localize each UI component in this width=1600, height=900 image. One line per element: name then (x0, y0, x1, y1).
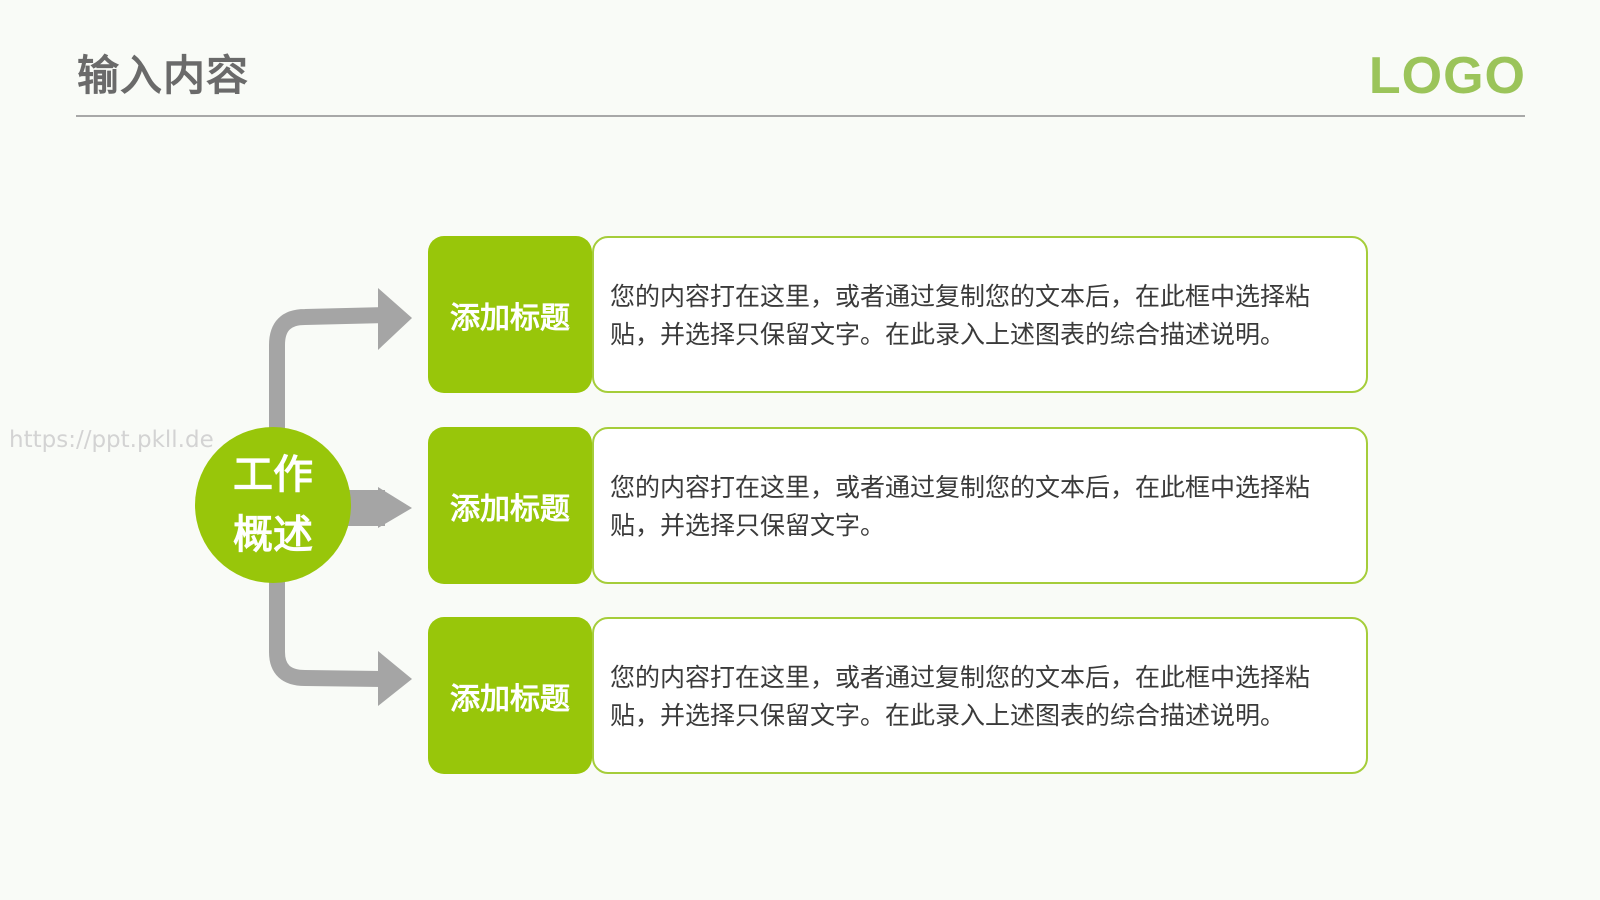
arrow-bottom (269, 580, 386, 687)
arrow-top-head (378, 288, 412, 350)
item-text: 您的内容打在这里，或者通过复制您的文本后，在此框中选择粘贴，并选择只保留文字。 (610, 473, 1311, 540)
item-text: 您的内容打在这里，或者通过复制您的文本后，在此框中选择粘贴，并选择只保留文字。在… (610, 663, 1311, 730)
watermark: https://ppt.pkll.de (9, 427, 214, 453)
item-box: 您的内容打在这里，或者通过复制您的文本后，在此框中选择粘贴，并选择只保留文字。 (592, 427, 1368, 584)
hub-line-2: 概述 (233, 512, 313, 558)
item-text: 您的内容打在这里，或者通过复制您的文本后，在此框中选择粘贴，并选择只保留文字。在… (610, 282, 1311, 349)
header-divider (76, 115, 1525, 117)
arrow-bottom-head (378, 651, 412, 706)
page-title: 输入内容 (77, 51, 250, 100)
item-box: 您的内容打在这里，或者通过复制您的文本后，在此框中选择粘贴，并选择只保留文字。在… (592, 236, 1368, 393)
item-title: 添加标题 (428, 427, 592, 584)
item-row: 添加标题 您的内容打在这里，或者通过复制您的文本后，在此框中选择粘贴，并选择只保… (428, 427, 1368, 584)
item-title: 添加标题 (428, 236, 592, 393)
hub-line-1: 工作 (233, 452, 313, 498)
logo: LOGO (1368, 47, 1526, 105)
item-box: 您的内容打在这里，或者通过复制您的文本后，在此框中选择粘贴，并选择只保留文字。在… (592, 617, 1368, 774)
hub-circle: 工作 概述 (195, 427, 351, 583)
item-row: 添加标题 您的内容打在这里，或者通过复制您的文本后，在此框中选择粘贴，并选择只保… (428, 236, 1368, 393)
arrow-middle-head (378, 487, 412, 528)
item-title: 添加标题 (428, 617, 592, 774)
arrow-top (269, 307, 386, 430)
item-row: 添加标题 您的内容打在这里，或者通过复制您的文本后，在此框中选择粘贴，并选择只保… (428, 617, 1368, 774)
